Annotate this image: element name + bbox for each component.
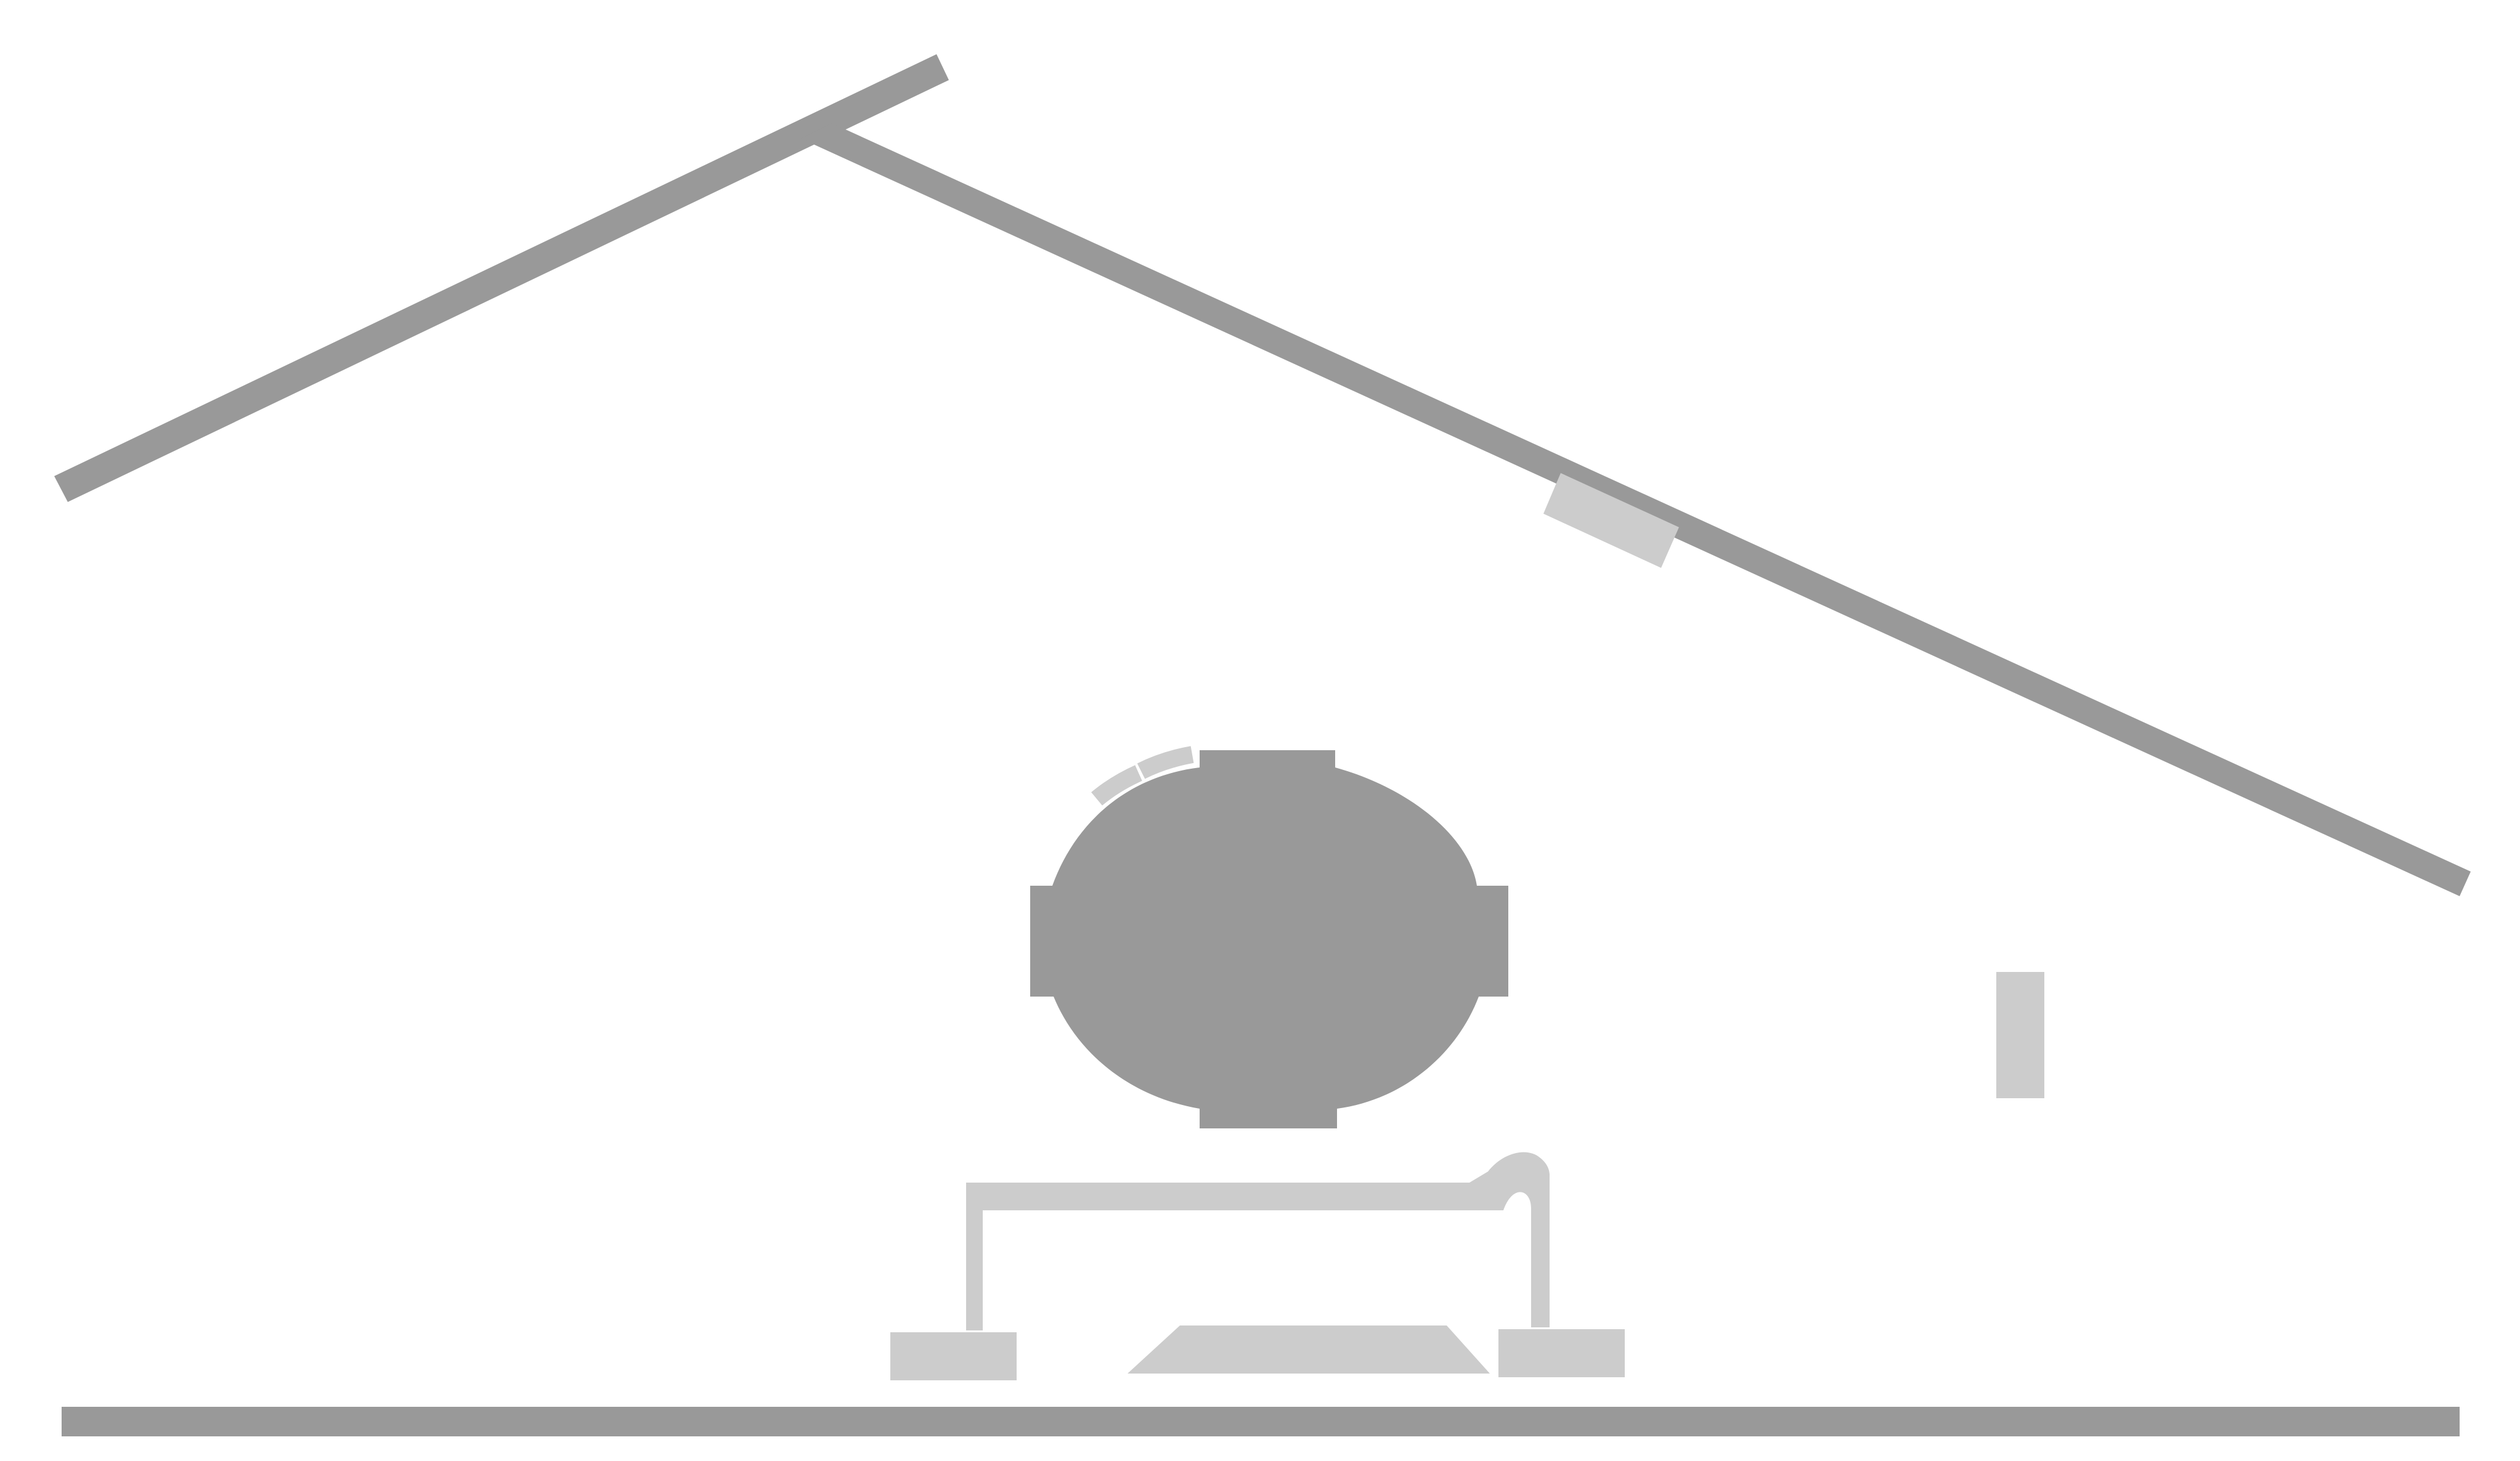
ground-line [62, 1407, 2460, 1436]
support-frame [966, 1152, 1550, 1330]
body-top-arc-segment-2 [1137, 746, 1194, 779]
left-foot-block [890, 1332, 1017, 1380]
body-top-arc-segment-1 [1091, 765, 1142, 806]
central-body [1030, 750, 1508, 1128]
side-post [1996, 972, 2044, 1098]
center-base-trapezoid [1128, 1325, 1490, 1374]
roof-beam-left [54, 54, 949, 502]
roof-clamp-block [1543, 473, 1679, 568]
right-foot-block [1498, 1329, 1625, 1377]
